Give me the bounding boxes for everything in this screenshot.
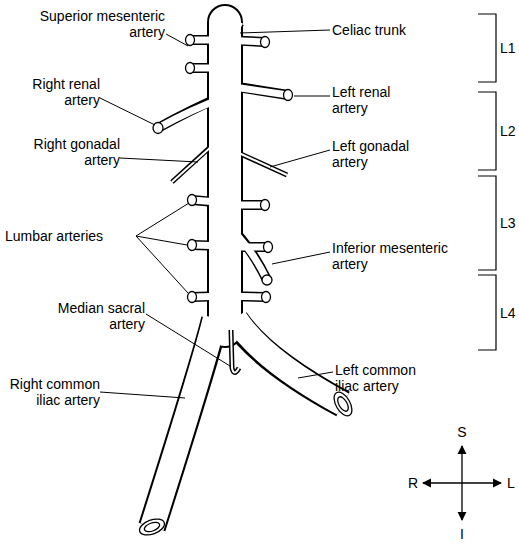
vessel-label: Superior mesenteric artery	[30, 8, 165, 40]
vessel-label: Left common iliac artery	[335, 362, 430, 394]
vessel-label: Right gonadal artery	[20, 136, 120, 168]
vessel-label: Lumbar arteries	[5, 228, 135, 244]
vertebra-label: L2	[500, 123, 519, 139]
vessel-label: Median sacral artery	[45, 300, 145, 332]
compass-letter: R	[406, 475, 420, 491]
vessel-label: Celiac trunk	[332, 22, 452, 38]
vessel-label: Right common iliac artery	[0, 376, 100, 408]
vessel-lumen	[152, 22, 343, 527]
compass-letter: L	[504, 475, 518, 491]
vessel-label: Left renal artery	[332, 84, 422, 116]
median-sacral-vessel	[231, 330, 239, 373]
leader-line	[100, 30, 333, 398]
vertebra-label: L3	[500, 215, 519, 231]
compass-letter: S	[455, 424, 469, 440]
compass-letter: I	[455, 526, 469, 542]
vessel-cut-end	[137, 35, 355, 539]
vertebral-bracket	[478, 14, 496, 350]
vertebra-label: L1	[500, 40, 519, 56]
vertebra-label: L4	[500, 305, 519, 321]
vessel-label: Left gonadal artery	[332, 138, 432, 170]
vessel-outline	[152, 22, 343, 527]
compass-arrow	[423, 446, 501, 520]
vessel-label: Right renal artery	[15, 76, 100, 108]
vessel-label: Inferior mesenteric artery	[332, 240, 467, 272]
